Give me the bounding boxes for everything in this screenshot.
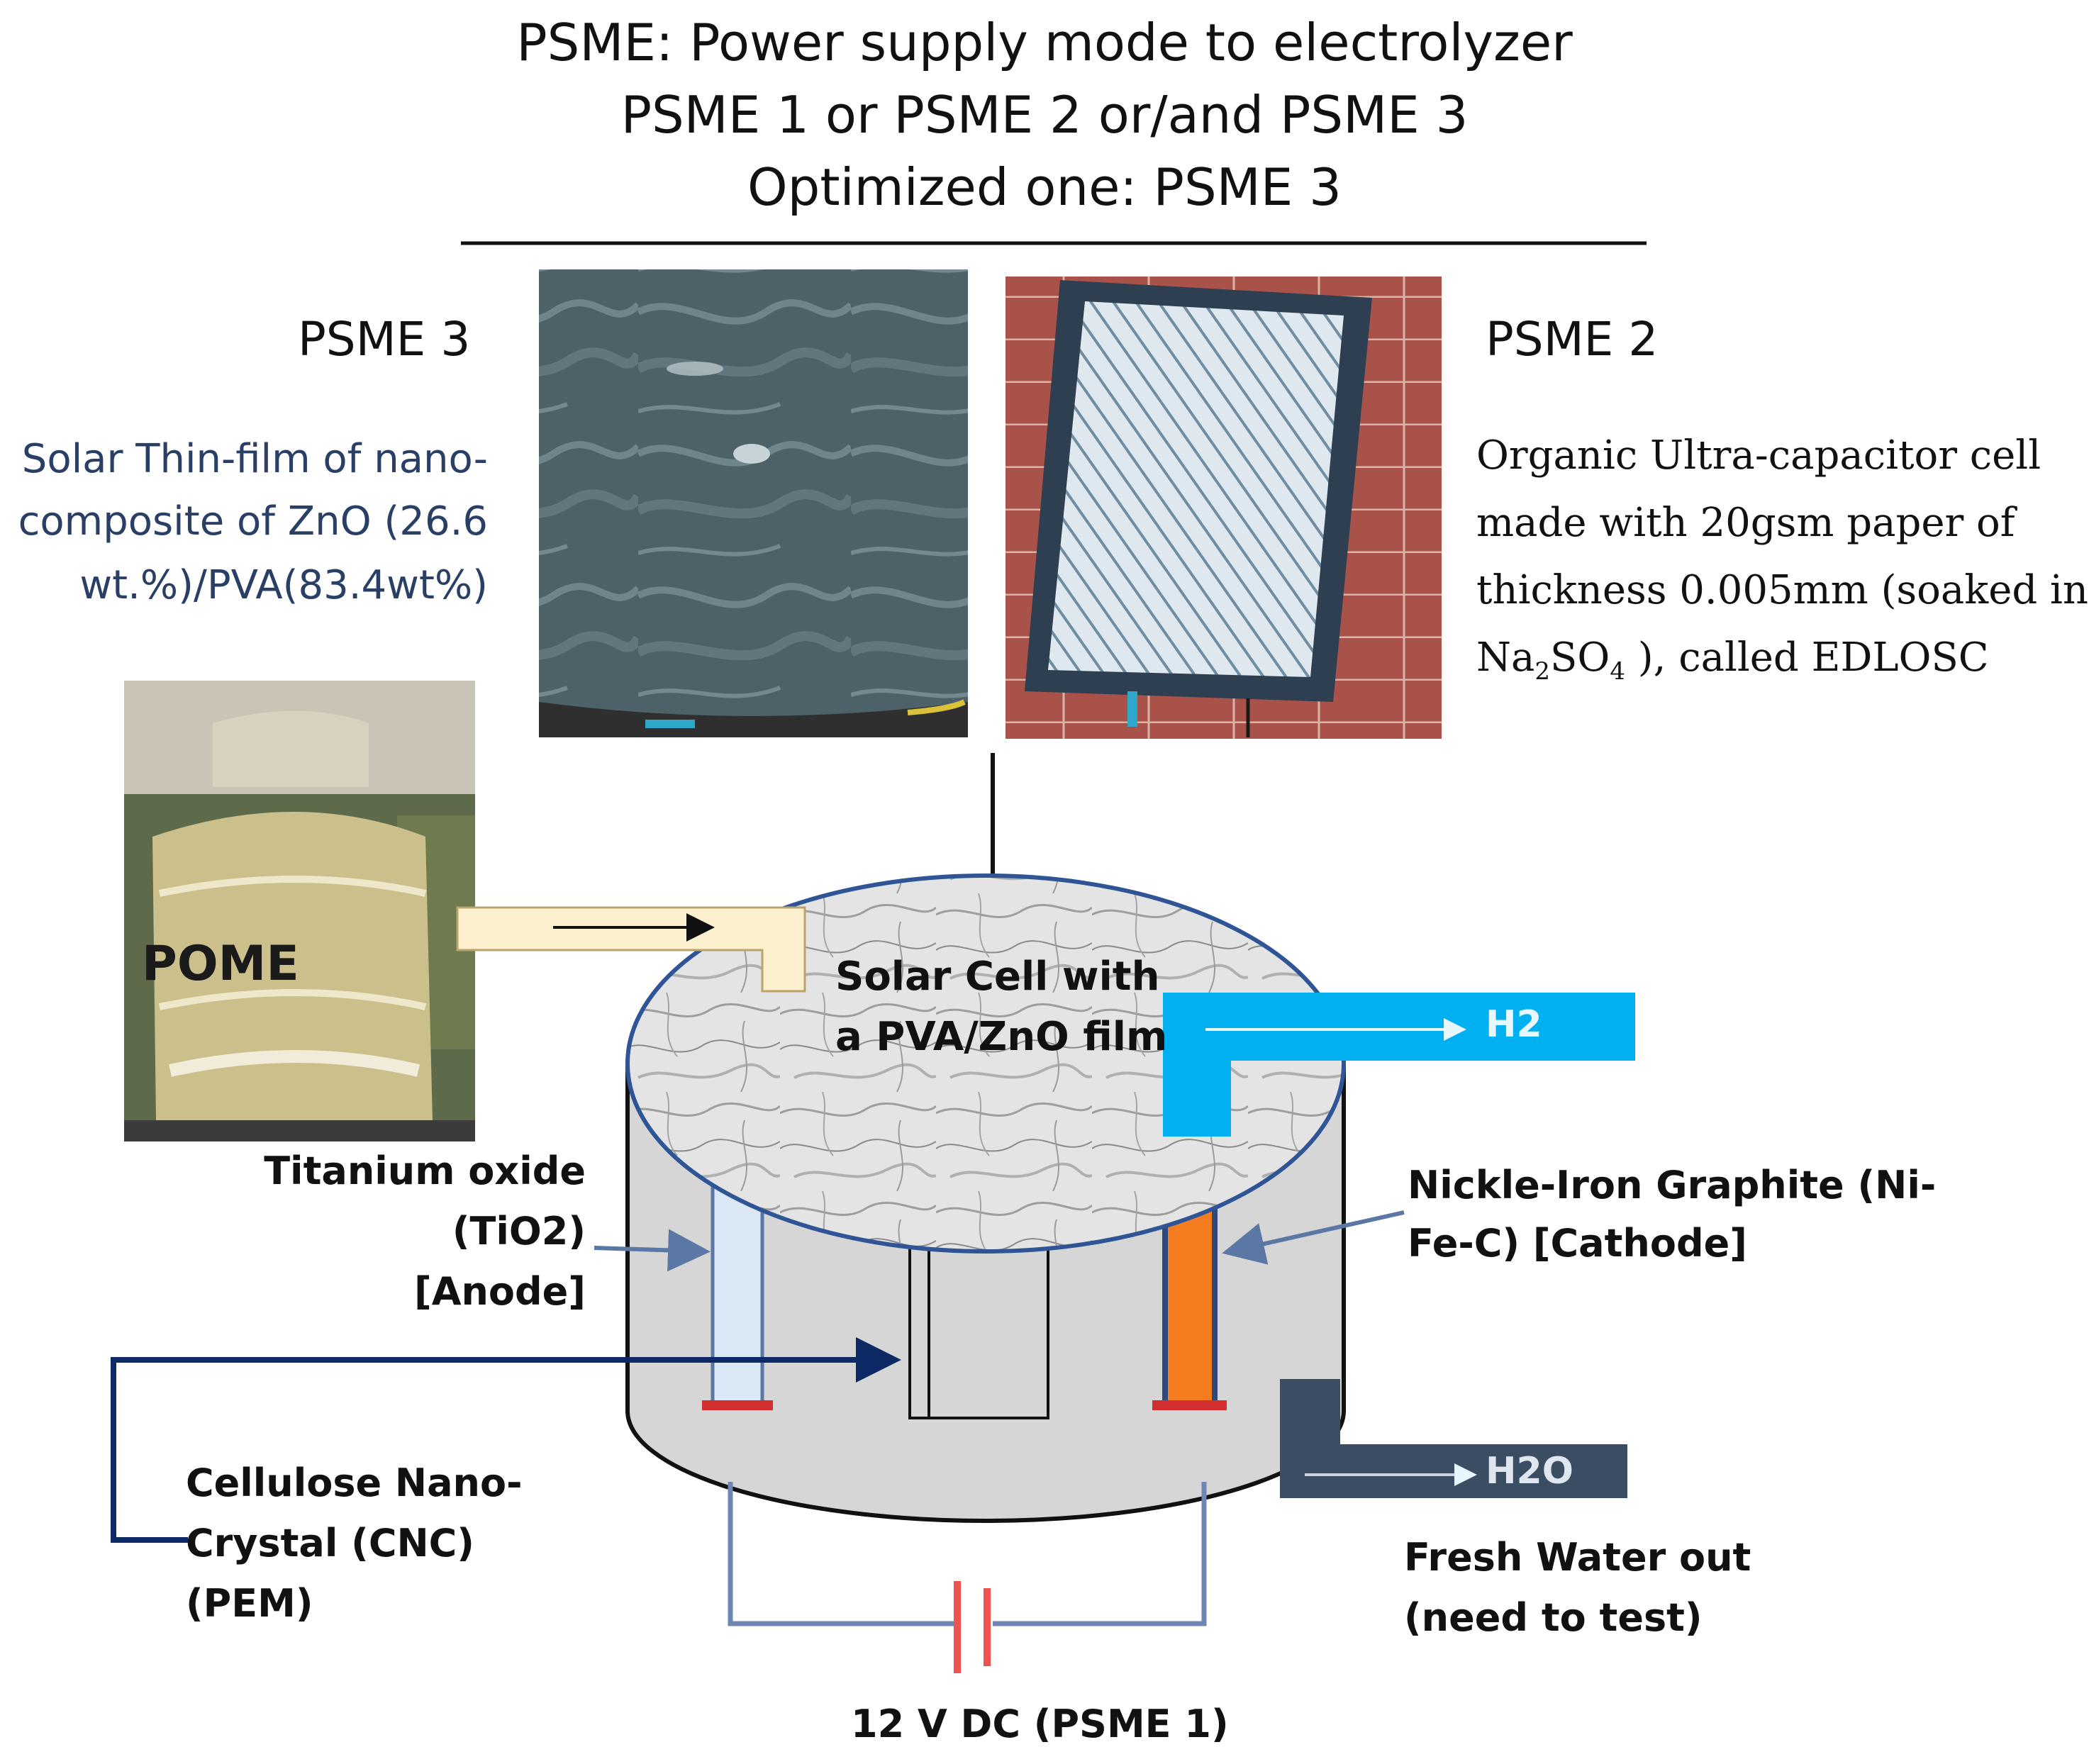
- pem-label-line-3: (PEM): [186, 1581, 313, 1626]
- solar-cell-top: [625, 873, 1346, 1254]
- psme2-formula-na: Na: [1476, 635, 1535, 681]
- psme2-formula-sub-4: 4: [1610, 657, 1625, 686]
- pome-inlet-pipe: [456, 906, 806, 993]
- h2-outlet-pipe: [1163, 993, 1635, 1137]
- cathode-label-arrow: [1222, 1210, 1405, 1265]
- h2o-outlet-pipe: [1280, 1379, 1627, 1498]
- pome-bottle-photo: [124, 681, 475, 1141]
- pem-label-arrow: [111, 1337, 901, 1543]
- psme3-desc-line-3: wt.%)/PVA(83.4wt%): [79, 562, 488, 608]
- psme2-desc-line-3: thickness 0.005mm (soaked in: [1476, 567, 2088, 613]
- psme3-desc-line-1: Solar Thin-film of nano-: [21, 436, 488, 482]
- cathode-label-line-2: Fe-C) [Cathode]: [1408, 1221, 1747, 1266]
- solar-cell-label-line-1: Solar Cell with: [835, 954, 1160, 1000]
- anode-label-line-1: Titanium oxide: [264, 1149, 586, 1193]
- anode-label-line-3: [Anode]: [414, 1269, 586, 1314]
- header-line-3: Optimized one: PSME 3: [747, 157, 1342, 217]
- psme2-formula-sub-2: 2: [1534, 657, 1551, 686]
- fresh-water-label-line-1: Fresh Water out: [1404, 1535, 1751, 1580]
- psme2-desc-line-4: Na2SO4 ), called EDLOSC: [1476, 635, 1989, 686]
- h2o-label: H2O: [1486, 1450, 1573, 1492]
- solar-cell-label-line-2: a PVA/ZnO film: [835, 1014, 1168, 1060]
- fresh-water-label-line-2: (need to test): [1404, 1595, 1703, 1640]
- psme3-film-photo: [539, 269, 968, 737]
- anode-label-line-2: (TiO2): [452, 1209, 586, 1254]
- psme2-capacitor-photo: [1005, 277, 1442, 739]
- pem-label-line-2: Crystal (CNC): [186, 1521, 474, 1565]
- psme3-desc-line-2: composite of ZnO (26.6: [18, 498, 488, 545]
- cathode-label-line-1: Nickle-Iron Graphite (Ni-: [1408, 1163, 1937, 1207]
- psme2-desc-line-1: Organic Ultra-capacitor cell: [1476, 432, 2041, 479]
- pem-label-line-1: Cellulose Nano-: [186, 1461, 523, 1505]
- anode-label-arrow: [594, 1229, 711, 1272]
- psme3-label: PSME 3: [298, 312, 471, 367]
- psme2-label: PSME 2: [1486, 312, 1659, 367]
- header-line-2: PSME 1 or PSME 2 or/and PSME 3: [620, 85, 1469, 145]
- dc-circuit: [728, 1482, 1207, 1673]
- header-line-1: PSME: Power supply mode to electrolyzer: [516, 13, 1573, 72]
- h2-label: H2: [1486, 1003, 1542, 1046]
- pome-label: POME: [142, 936, 299, 992]
- psme2-formula-suffix: ), called EDLOSC: [1625, 635, 1989, 681]
- psme2-formula-so: SO: [1550, 635, 1610, 681]
- psme2-desc-line-2: made with 20gsm paper of: [1476, 500, 2015, 546]
- battery-label: 12 V DC (PSME 1): [851, 1702, 1229, 1746]
